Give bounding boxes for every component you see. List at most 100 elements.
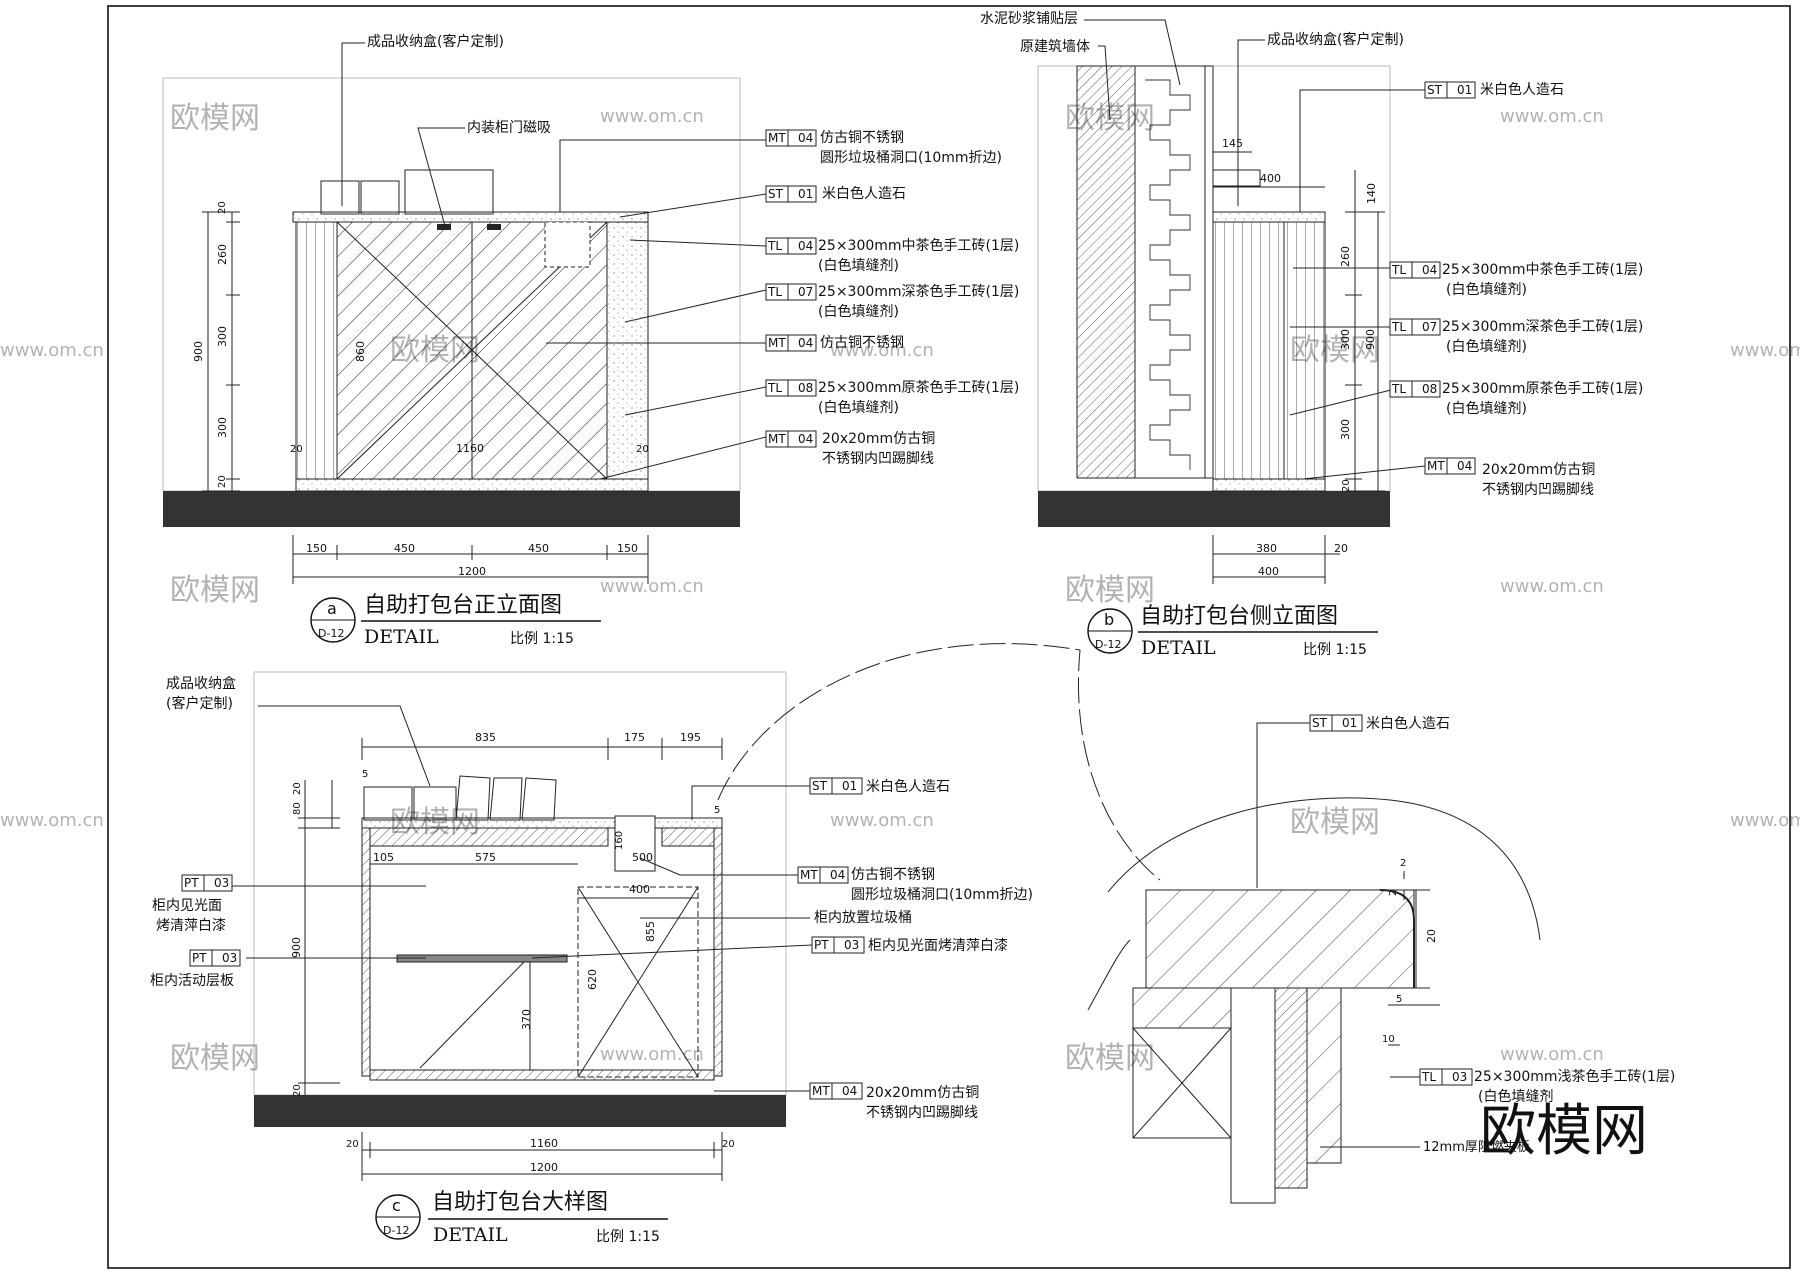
view-a-front-elevation: 20 260 300 300 20 900 860 20 1160 20 150… (162, 33, 1019, 648)
svg-text:D-12: D-12 (1095, 638, 1121, 651)
dim: 300 (216, 326, 229, 347)
dim: 260 (216, 244, 229, 265)
svg-text:400: 400 (629, 883, 650, 896)
box-1 (320, 180, 360, 215)
view-a-kick (295, 478, 649, 492)
svg-text:(白色填缝剂: (白色填缝剂 (1478, 1088, 1553, 1105)
svg-text:01: 01 (842, 779, 857, 793)
svg-text:03: 03 (214, 876, 229, 890)
svg-text:900: 900 (1364, 329, 1377, 350)
svg-text:145: 145 (1222, 137, 1243, 150)
view-b-stone-top (1212, 211, 1326, 223)
svg-text:比例 1:15: 比例 1:15 (1303, 642, 1367, 658)
view-b-tiles (1212, 221, 1326, 480)
trash-bin (577, 886, 699, 1078)
svg-text:08: 08 (1422, 382, 1437, 396)
svg-text:20: 20 (1425, 929, 1438, 943)
svg-text:(白色填缝剂): (白色填缝剂) (818, 303, 899, 320)
svg-text:(客户定制): (客户定制) (166, 695, 233, 712)
box-2 (360, 180, 400, 215)
svg-text:www.om.cn: www.om.cn (1500, 106, 1604, 127)
svg-text:DETAIL: DETAIL (1141, 637, 1216, 659)
svg-text:柜内放置垃圾桶: 柜内放置垃圾桶 (814, 910, 912, 926)
mortar-zigzag (1145, 79, 1191, 470)
svg-text:(白色填缝剂): (白色填缝剂) (1446, 400, 1527, 417)
svg-text:105: 105 (373, 851, 394, 864)
svg-text:www.om.cn: www.om.cn (1730, 810, 1800, 831)
svg-text:(白色填缝剂): (白色填缝剂) (1446, 338, 1527, 355)
svg-text:20x20mm仿古铜: 20x20mm仿古铜 (866, 1085, 979, 1101)
sheet-frame (107, 5, 1791, 1269)
label-magnet: 内装柜门磁吸 (467, 120, 551, 136)
svg-text:PT: PT (192, 951, 207, 965)
svg-text:比例 1:15: 比例 1:15 (510, 631, 574, 647)
svg-text:欧模网: 欧模网 (1065, 1041, 1155, 1076)
view-a-title: 自助打包台正立面图 (364, 593, 562, 618)
dim: 450 (394, 542, 415, 555)
svg-text:175: 175 (624, 731, 645, 744)
svg-text:2: 2 (1388, 890, 1399, 896)
svg-text:01: 01 (1457, 83, 1472, 97)
dim: 1160 (456, 442, 484, 455)
dim: 450 (528, 542, 549, 555)
svg-text:D-12: D-12 (318, 627, 344, 640)
bin-hole (544, 221, 591, 268)
svg-text:www.om.cn: www.om.cn (0, 340, 104, 361)
svg-text:80: 80 (292, 802, 303, 815)
svg-text:MT: MT (1427, 459, 1445, 473)
svg-text:04: 04 (1457, 459, 1472, 473)
svg-text:1200: 1200 (530, 1161, 558, 1174)
svg-text:370: 370 (520, 1009, 533, 1030)
svg-text:25×300mm中茶色手工砖(1层): 25×300mm中茶色手工砖(1层) (818, 237, 1019, 254)
svg-text:620: 620 (586, 969, 599, 990)
svg-text:1160: 1160 (530, 1137, 558, 1150)
svg-text:575: 575 (475, 851, 496, 864)
svg-text:5: 5 (362, 769, 368, 780)
svg-text:03: 03 (1452, 1070, 1467, 1084)
svg-text:04: 04 (842, 1084, 857, 1098)
magnet-1 (437, 224, 451, 230)
svg-text:柜内活动层板: 柜内活动层板 (150, 973, 234, 989)
dim: 20 (290, 444, 303, 455)
svg-text:柜内见光面烤清萍白漆: 柜内见光面烤清萍白漆 (868, 938, 1008, 954)
magnet-2 (487, 224, 501, 230)
box-3 (404, 169, 494, 215)
view-b-title: 自助打包台侧立面图 (1140, 604, 1338, 629)
label-storage-box: 成品收纳盒(客户定制) (367, 33, 504, 50)
svg-text:300: 300 (1339, 329, 1352, 350)
svg-text:DETAIL: DETAIL (433, 1224, 508, 1246)
svg-text:07: 07 (798, 285, 813, 299)
svg-text:TL: TL (1421, 1070, 1436, 1084)
svg-text:b: b (1104, 610, 1114, 629)
svg-text:25×300mm深茶色手工砖(1层): 25×300mm深茶色手工砖(1层) (1442, 318, 1643, 335)
view-a-left-tiles (295, 221, 338, 480)
svg-text:855: 855 (644, 921, 657, 942)
svg-text:5: 5 (1396, 994, 1402, 1005)
svg-text:www.om.cn: www.om.cn (600, 576, 704, 597)
label-board: 12mm厚阻燃夹板 (1423, 1139, 1530, 1155)
svg-text:900: 900 (290, 937, 303, 958)
svg-text:米白色人造石: 米白色人造石 (866, 778, 950, 795)
svg-text:(白色填缝剂): (白色填缝剂) (818, 399, 899, 416)
svg-text:20: 20 (722, 1139, 735, 1150)
svg-text:DETAIL: DETAIL (364, 626, 439, 648)
svg-text:www.om.cn: www.om.cn (1500, 576, 1604, 597)
svg-text:不锈钢内凹踢脚线: 不锈钢内凹踢脚线 (822, 451, 934, 467)
dim: 20 (217, 201, 228, 214)
svg-text:MT: MT (768, 131, 786, 145)
svg-text:欧模网: 欧模网 (170, 101, 260, 136)
svg-text:5: 5 (714, 805, 720, 816)
svg-text:20: 20 (346, 1139, 359, 1150)
svg-text:25×300mm原茶色手工砖(1层): 25×300mm原茶色手工砖(1层) (818, 379, 1019, 396)
svg-text:03: 03 (844, 938, 859, 952)
svg-text:欧模网: 欧模网 (390, 333, 480, 368)
svg-text:TL: TL (1391, 263, 1406, 277)
svg-text:成品收纳盒(客户定制): 成品收纳盒(客户定制) (1267, 31, 1404, 48)
svg-text:c: c (392, 1196, 401, 1215)
svg-text:比例 1:15: 比例 1:15 (596, 1229, 660, 1245)
svg-text:400: 400 (1260, 172, 1281, 185)
svg-text:圆形垃圾桶洞口(10mm折边): 圆形垃圾桶洞口(10mm折边) (820, 150, 1002, 166)
svg-text:www.om.cn: www.om.cn (1730, 340, 1800, 361)
